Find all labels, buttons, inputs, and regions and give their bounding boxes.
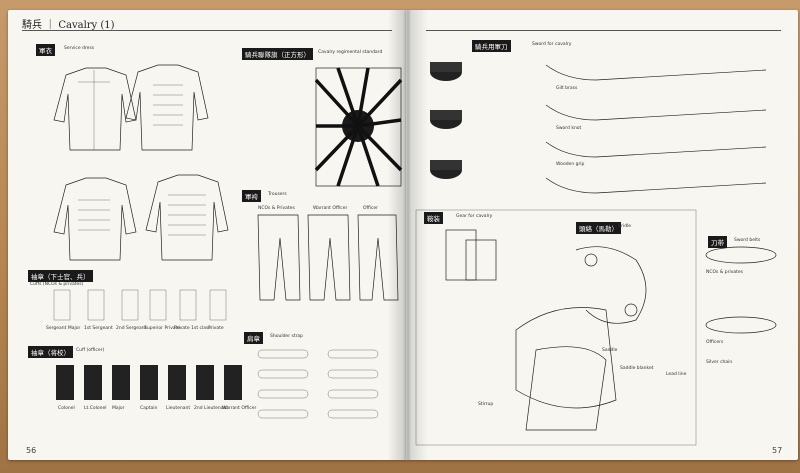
section-belt-en: Sword belts bbox=[734, 238, 761, 243]
section-cuffs-officer-en: Cuff (officer) bbox=[76, 348, 105, 353]
open-book: 騎兵 ｜ Cavalry (1) 軍衣 Service dress bbox=[8, 10, 798, 465]
section-cuffs-tag: 袖章（下士官、兵） bbox=[28, 270, 93, 282]
officer-rank-1: Colonel bbox=[58, 406, 75, 411]
cuff-rank-3: 2nd Sergeant bbox=[116, 326, 147, 331]
cuff-rank-2: 1st Sergeant bbox=[84, 326, 113, 331]
section-shoulder-en: Shoulder strap bbox=[270, 334, 304, 339]
right-page: 騎兵用軍刀 Sword for cavalry 鞍装 bbox=[406, 10, 798, 460]
header-rule bbox=[22, 30, 392, 31]
officer-rank-3: Major bbox=[112, 406, 125, 411]
trouser-rank-2: Warrant Officer bbox=[313, 206, 348, 211]
equipment-drawings bbox=[415, 62, 777, 446]
saddle-label-1: Saddle bbox=[602, 348, 618, 353]
cuff-rank-5: Private 1st class bbox=[174, 326, 211, 331]
cuff-rank-4: Superior Private bbox=[144, 326, 181, 331]
sword-label-1: Gilt brass bbox=[556, 86, 578, 91]
header-rule-right bbox=[426, 30, 781, 31]
belt-label-3: Silver chain bbox=[706, 360, 733, 365]
uniform-drawings bbox=[53, 64, 403, 419]
section-shoulder-tag: 肩章 bbox=[244, 332, 263, 344]
cuff-rank-1: Sergeant Major bbox=[46, 326, 81, 331]
section-trousers-en: Trousers bbox=[268, 192, 287, 197]
officer-rank-4: Captain bbox=[140, 406, 158, 411]
section-cuffs-en: Cuffs (NCOs & privates) bbox=[30, 282, 84, 287]
trouser-rank-1: NCOs & Privates bbox=[258, 206, 295, 211]
section-cuffs-officer-tag: 袖章（将校） bbox=[28, 346, 73, 358]
section-dress-tag: 軍衣 bbox=[36, 44, 55, 56]
officer-rank-2: Lt.Colonel bbox=[84, 406, 107, 411]
section-bridle-tag: 頭絡（馬勒） bbox=[576, 222, 621, 234]
page-number-right: 57 bbox=[772, 446, 783, 455]
page-number-left: 56 bbox=[26, 446, 37, 455]
left-page: 騎兵 ｜ Cavalry (1) 軍衣 Service dress bbox=[8, 10, 406, 460]
cuff-rank-6: Private bbox=[208, 326, 224, 331]
section-bridle-en: Bridle bbox=[618, 224, 632, 229]
officer-rank-5: Lieutenant bbox=[166, 406, 191, 411]
officer-rank-6: 2nd Lieutenant bbox=[194, 406, 229, 411]
trouser-rank-3: Officer bbox=[363, 206, 378, 211]
belt-label-2: Officers bbox=[706, 340, 724, 345]
page-header: 騎兵 ｜ Cavalry (1) bbox=[22, 20, 115, 31]
section-saddle-tag: 鞍装 bbox=[424, 212, 443, 224]
officer-rank-7: Warrant Officer bbox=[222, 406, 257, 411]
section-trousers-tag: 軍袴 bbox=[242, 190, 261, 202]
belt-label-1: NCOs & privates bbox=[706, 270, 744, 275]
sword-label-2: Sword knot bbox=[556, 126, 582, 131]
section-belt-tag: 刀帯 bbox=[708, 236, 727, 248]
saddle-label-3: Stirrup bbox=[478, 402, 494, 407]
section-dress-en: Service dress bbox=[64, 46, 95, 51]
section-standard-en: Cavalry regimental standard bbox=[318, 50, 383, 55]
saddle-label-2: Saddle blanket bbox=[620, 366, 654, 371]
section-sword-en: Sword for cavalry bbox=[532, 42, 572, 47]
saddle-label-4: Lead line bbox=[666, 372, 687, 377]
section-saddle-en: Gear for cavalry bbox=[456, 214, 493, 219]
section-standard-tag: 騎兵聯隊旗（正方形） bbox=[242, 48, 313, 60]
sword-label-3: Wooden grip bbox=[556, 162, 585, 167]
section-sword-tag: 騎兵用軍刀 bbox=[472, 40, 511, 52]
